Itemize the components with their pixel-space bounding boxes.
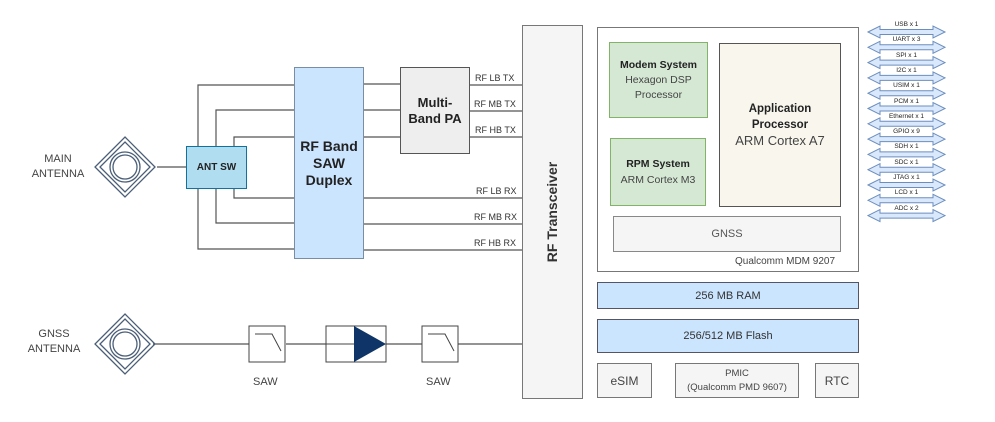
rpm-system-title: RPM System [626,158,690,170]
pa-line2: Band PA [408,110,462,126]
esim-block: eSIM [597,363,652,398]
antenna-switch-block: ANT SW [186,146,247,189]
main-antenna-label: MAIN ANTENNA [28,152,88,182]
rf-transceiver-label: RF Transceiver [544,161,561,263]
interface-label: UART x 3 [892,36,921,44]
interface-arrow-icon [866,178,947,192]
interface-arrow-icon [866,116,947,131]
lna-amplifier-icon [325,325,387,363]
rpm-system-line1: ARM Cortex M3 [620,174,696,186]
wire-antsw-duplex-1 [197,84,294,146]
interface-label: USB x 1 [894,21,919,28]
antenna-switch-label: ANT SW [196,162,237,173]
gnss-antenna-icon [94,313,156,375]
interface-arrow-icon [866,162,947,177]
main-antenna-label-line1: MAIN [44,153,72,165]
ram-label: 256 MB RAM [695,289,761,302]
gnss-antenna-label-line1: GNSS [38,328,70,340]
saw-duplex-block: RF Band SAW Duplex [294,67,364,259]
wire-antsw-duplex-6 [197,188,294,250]
wire-antsw-duplex-5 [215,188,294,224]
interface-arrows [866,25,947,223]
saw-duplex-line3: Duplex [305,171,353,188]
rx-hb-label: RF HB RX [474,238,517,248]
saw-filter-2-icon [421,325,459,363]
tx-hb-label: RF HB TX [475,125,516,135]
interface-label: SDC x 1 [894,158,919,166]
ram-block: 256 MB RAM [597,282,859,309]
interface-arrow-icon [866,147,947,162]
tx-mb-label: RF MB TX [474,99,516,109]
interface-arrow-icon [866,208,947,223]
soc-gnss-block: GNSS [613,216,841,252]
gnss-antenna-label-line2: ANTENNA [27,343,81,355]
wire-antsw-duplex-4 [233,188,294,199]
interface-arrow-icon [866,71,947,85]
pmic-line1: PMIC [725,367,749,379]
modem-system-title: Modem System [619,58,698,71]
flash-block: 256/512 MB Flash [597,319,859,353]
pa-line1: Multi- [417,94,453,110]
interface-arrow-icon [866,193,947,208]
rf-transceiver-block: RF Transceiver [522,25,583,399]
saw2-label: SAW [426,376,451,388]
modem-system-line2: Processor [634,88,683,101]
app-processor-title1: Application [748,103,812,115]
rtc-label: RTC [824,373,850,388]
saw-duplex-line1: RF Band [300,137,358,154]
power-amplifier-block: Multi- Band PA [400,67,470,154]
rpm-system-block: RPM System ARM Cortex M3 [610,138,706,206]
saw-duplex-line2: SAW [313,154,345,171]
application-processor-block: Application Processor ARM Cortex A7 [719,43,841,207]
interface-label: PCM x 1 [894,97,919,105]
rx-lb-label: RF LB RX [476,186,517,196]
interface-label: I2C x 1 [896,66,917,74]
interface-arrow-icon [866,101,947,116]
pmic-block: PMIC (Qualcomm PMD 9607) [675,363,799,398]
pmic-line2: (Qualcomm PMD 9607) [687,381,787,393]
gnss-antenna-label: GNSS ANTENNA [24,327,84,357]
main-antenna-label-line2: ANTENNA [31,168,85,180]
interface-arrow-icon [866,25,947,39]
wire-antsw-duplex-2 [215,109,294,146]
esim-label: eSIM [610,373,639,388]
soc-gnss-label: GNSS [711,228,743,240]
interface-label: ADC x 2 [894,204,919,212]
interface-label: USIM x 1 [893,82,920,90]
app-processor-title2: Processor [751,119,809,131]
interface-arrow-icon [866,55,947,70]
modem-system-block: Modem System Hexagon DSP Processor [609,42,708,118]
interface-label: SDH x 1 [894,143,919,151]
interface-label: GPIO x 9 [893,128,920,136]
saw1-label: SAW [253,376,278,388]
modem-system-line1: Hexagon DSP [625,73,692,86]
interface-label: JTAG x 1 [893,174,920,181]
saw-filter-1-icon [248,325,286,363]
interface-label: LCD x 1 [894,189,919,197]
soc-name-label: Qualcomm MDM 9207 [735,256,836,267]
interface-arrow-icon [866,86,947,101]
interface-arrow-icon [866,40,947,55]
interface-label: Ethernet x 1 [888,112,925,120]
tx-lb-label: RF LB TX [475,73,515,83]
interface-label: SPI x 1 [896,51,917,59]
flash-label: 256/512 MB Flash [683,330,773,342]
interface-arrow-icon [866,132,947,146]
app-processor-line1: ARM Cortex A7 [735,133,825,148]
rx-mb-label: RF MB RX [474,212,518,222]
main-antenna-icon [94,136,156,198]
wire-antsw-duplex-3 [233,136,294,146]
rtc-block: RTC [815,363,859,398]
